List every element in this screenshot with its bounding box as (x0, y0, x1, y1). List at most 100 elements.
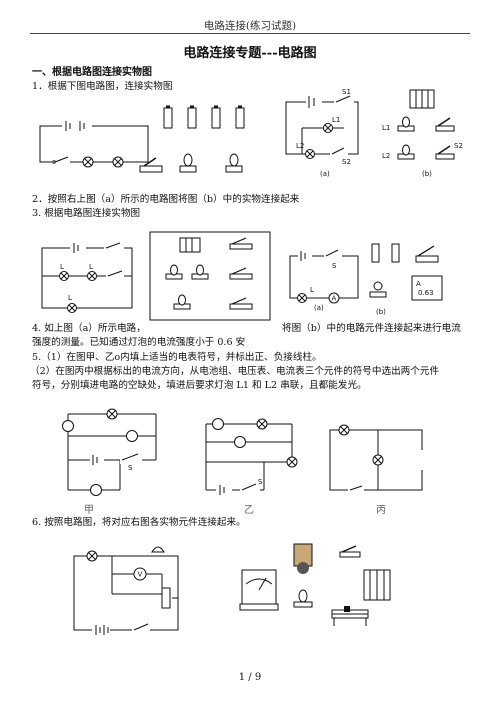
q2-circuit-a: S1 L1 L2 S2 (a) (285, 88, 359, 178)
meter-blank (234, 436, 246, 448)
voltmeter-symbol: V (133, 567, 147, 581)
meter-blank (212, 418, 224, 430)
lamp-symbol (86, 550, 98, 562)
label-s2: S2 (342, 158, 351, 166)
battery-cell (391, 243, 400, 263)
page-title: 电路连接专题---电路图 (183, 46, 317, 61)
lamp-holder (165, 264, 183, 280)
switch-s2-symbol (330, 147, 348, 158)
lamp-symbol (297, 293, 307, 303)
lamp-l2-symbol (305, 149, 315, 159)
q5-circuit-bing (329, 424, 428, 494)
switch-symbol (240, 483, 260, 494)
label-l2-b: L2 (382, 152, 390, 160)
switch-s-symbol (324, 249, 342, 260)
question-5-line1: 5.（1）在图甲、乙o内填上适当的电表符号，并标出正、负接线柱。 (32, 352, 322, 363)
section-heading: 一、根据电路图连接实物图 (32, 67, 152, 78)
battery-box (363, 569, 391, 601)
switch-symbol (120, 453, 142, 464)
caption-a: (a) (320, 170, 330, 178)
question-1: 1．根据下图电路图，连接实物图 (32, 81, 173, 92)
svg-text:A: A (332, 295, 337, 303)
meter-blank (62, 420, 74, 432)
label-s: S (332, 262, 337, 270)
running-header: 电路连接(练习试题) (203, 20, 297, 32)
q6-circuit-diagram: V (73, 546, 179, 635)
battery-cell (211, 105, 221, 129)
switch-symbol (132, 623, 150, 634)
label-l-bottom: L (68, 294, 72, 302)
label-v: V (138, 571, 143, 579)
q4-components-b: A0.63 (b) (369, 243, 443, 316)
lamp-symbol (106, 408, 118, 420)
question-4-line1: 4. 如上图（a）所示电路， (32, 323, 146, 334)
knife-switch (229, 267, 253, 280)
label-l-left: L (60, 263, 64, 271)
caption-4b: (b) (376, 308, 386, 316)
lamp-holder (225, 153, 243, 173)
q4-circuit-a: S L A (a) (289, 249, 359, 312)
bell-device (293, 543, 313, 574)
question-5-line3: 符号，分别填进电路的空缺处，填进后要求灯泡 L1 和 L2 串联，且都能发光。 (32, 380, 367, 391)
question-4-line2: 强度的测量。已知通过灯泡的电流强度小于 0.6 安 (32, 337, 246, 348)
q5-circuit-jia: S (62, 408, 157, 496)
label-s2-b: S2 (454, 142, 463, 150)
switch-s1-symbol (334, 95, 354, 106)
rheostat-symbol (161, 587, 178, 609)
battery-cell (163, 105, 173, 129)
question-4-line1-right: 将图（b）中的电路元件连接起来进行电流 (282, 323, 461, 334)
caption-b: (b) (422, 170, 432, 178)
lamp-symbol (82, 156, 94, 168)
lamp-holder (179, 153, 197, 173)
caption-yi: 乙 (244, 505, 254, 516)
question-3: 3. 根据电路图连接实物图 (32, 208, 141, 219)
q1-components (139, 105, 245, 173)
lamp-symbol (372, 454, 384, 466)
battery-cell (371, 243, 380, 263)
rheostat-device (331, 606, 369, 626)
ammeter-terminals: 0.63 (418, 289, 434, 297)
lamp-symbol (87, 271, 97, 281)
page-number: 1 / 9 (238, 672, 262, 683)
label-l-mid: L (89, 263, 93, 271)
knife-switch (435, 145, 455, 160)
caption-jia: 甲 (84, 505, 94, 516)
lamp-holder (397, 144, 415, 160)
caption-bing: 丙 (376, 505, 386, 516)
header-rule (30, 33, 470, 34)
q3-circuit-diagram: L L L (41, 242, 133, 313)
label-l1-b: L1 (382, 124, 390, 132)
svg-text:A: A (416, 280, 421, 288)
label-l: L (310, 286, 314, 294)
lamp-holder (369, 281, 387, 298)
knife-switch (229, 297, 253, 310)
question-5-line2: （2）在图丙中根据标出的电流方向，从电池组、电压表、电流表三个元件的符号中选出两… (30, 366, 440, 377)
switch-symbol (52, 156, 70, 166)
battery-symbol (62, 121, 92, 131)
q2-components-b: L1 L2 S2 (b) (382, 89, 463, 178)
battery-box (409, 89, 435, 109)
meter-blank (90, 484, 102, 496)
lamp-symbol (59, 271, 69, 281)
label-s1: S1 (342, 88, 351, 96)
lamp-symbol (112, 156, 124, 168)
lamp-symbol (338, 424, 350, 436)
q5-circuit-yi: S (205, 418, 298, 495)
knife-switch (435, 117, 455, 132)
knife-switch (415, 245, 439, 263)
q6-components (239, 543, 391, 626)
caption-4a: (a) (314, 304, 324, 312)
label-l1: L1 (332, 116, 340, 124)
voltmeter-device (239, 569, 279, 611)
ammeter-symbol: A (328, 292, 340, 304)
q3-components (149, 231, 271, 321)
battery-box (179, 237, 201, 253)
knife-switch (229, 237, 253, 250)
bell-symbol (151, 546, 165, 553)
q1-circuit-diagram (39, 121, 149, 168)
lamp-symbol (67, 303, 77, 313)
lamp-holder (191, 264, 209, 280)
question-6: 6. 按照电路图，将对应右图各实物元件连接起来。 (32, 517, 246, 528)
ammeter: A0.63 (411, 275, 443, 301)
label-s-yi: S (258, 478, 263, 486)
